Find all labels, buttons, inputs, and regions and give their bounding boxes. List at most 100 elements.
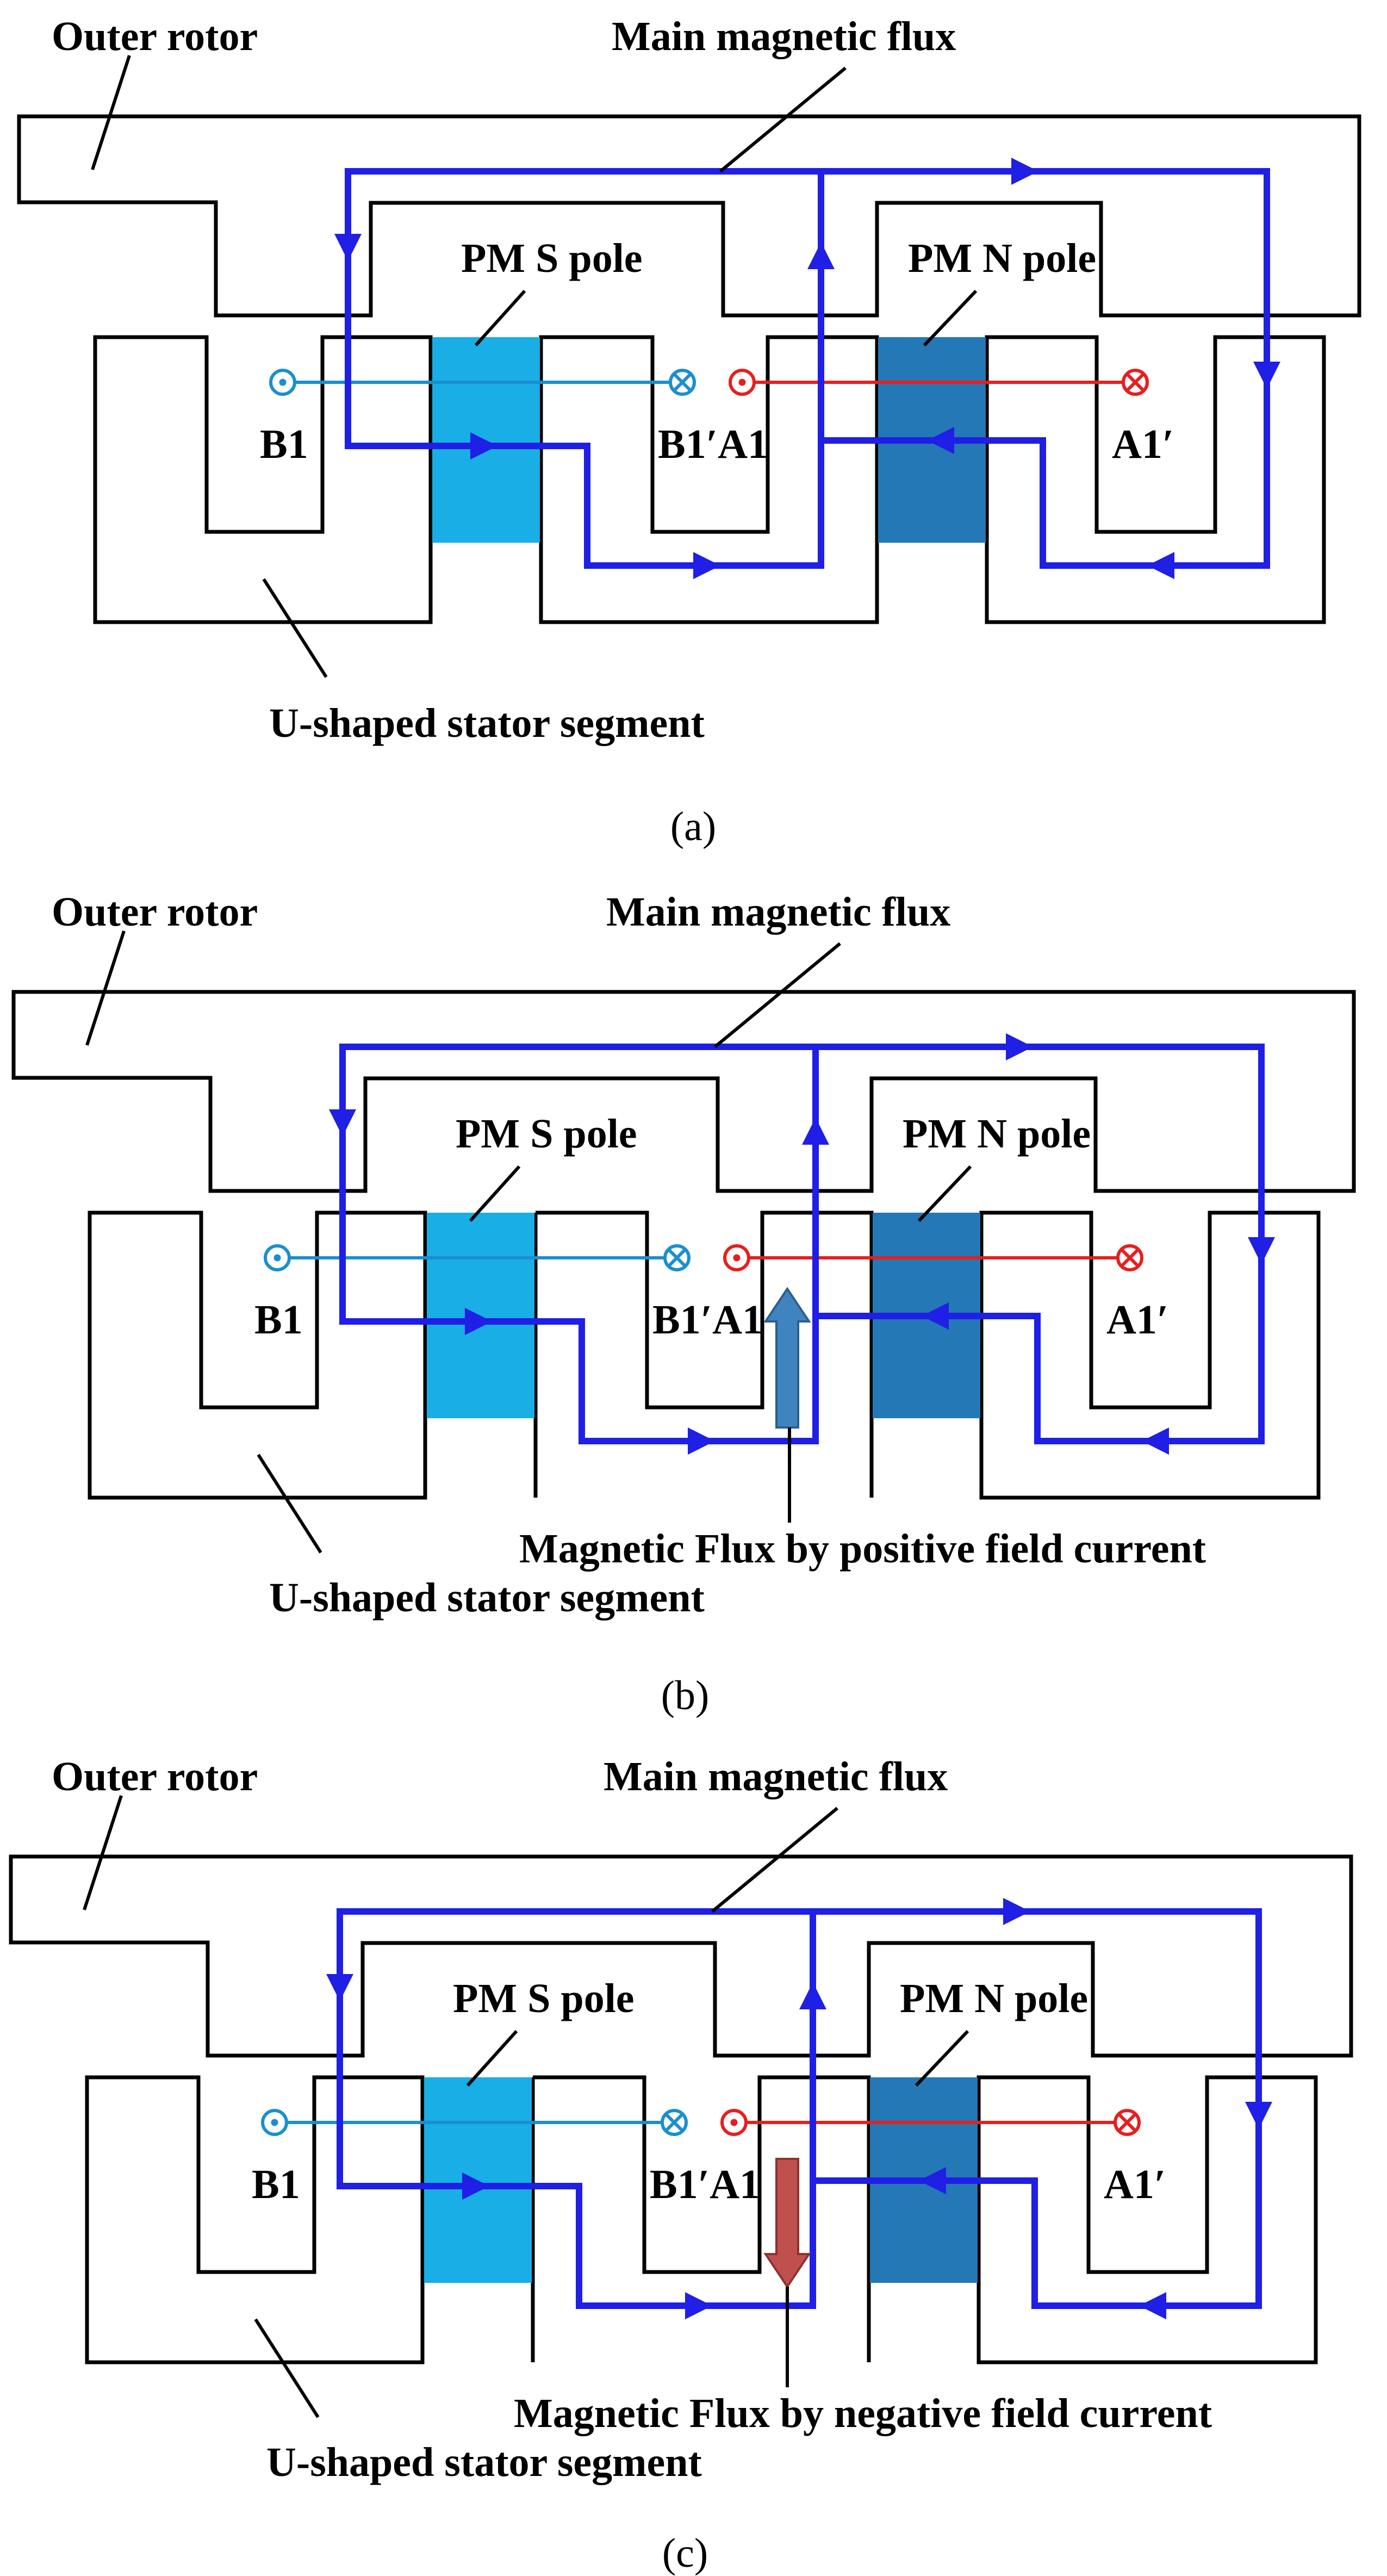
flux-arrowhead-left-icon (1147, 552, 1174, 579)
stator-segment-left (85, 2075, 425, 2364)
pm-s-leader (474, 289, 526, 347)
pm-n-pole-label: PM N pole (908, 235, 1096, 281)
outer-rotor-outline (17, 114, 1361, 318)
current-in-icon (1122, 369, 1149, 396)
flux-arrowhead-right-icon (470, 432, 497, 460)
main-flux-label: Main magnetic flux (604, 1754, 948, 1799)
pm-s-pole-label: PM S pole (456, 1111, 637, 1157)
flux-arrowhead-right-icon (465, 1308, 492, 1335)
coil-b1-label: B1 (252, 2162, 300, 2207)
flux-arrowhead-left-icon (927, 427, 954, 454)
flux-arrowhead-left-icon (1139, 2292, 1166, 2319)
flux-arrowhead-right-icon (685, 2292, 712, 2319)
outer-rotor-outline (9, 1854, 1353, 2058)
stator-segment-leader (254, 2318, 320, 2418)
stator-segment-leader (257, 1454, 322, 1554)
flux-arrowhead-up-icon (802, 1118, 829, 1145)
stator-segment-middle (539, 335, 879, 624)
flux-arrowhead-up-icon (807, 242, 835, 269)
stator-segment-left (88, 1211, 427, 1500)
outer-rotor-label: Outer rotor (52, 14, 258, 59)
stator-segment-right (985, 335, 1326, 624)
current-out-icon (261, 2109, 288, 2136)
outer-rotor-leader (91, 55, 131, 170)
flux-arrowhead-right-icon (1003, 1898, 1030, 1925)
main-flux-path-left-loop (337, 1908, 816, 2309)
main-flux-leader (711, 1807, 838, 1913)
pm-s-leader (466, 2029, 518, 2087)
main-flux-path-left-loop (339, 1044, 819, 1444)
panel-b: Outer rotor Main magnetic flux PM S pole… (11, 889, 1356, 1718)
pm-s-leader (469, 1165, 521, 1222)
coil-b1-label: B1 (260, 421, 308, 467)
positive-field-flux-arrow-icon (763, 1287, 811, 1429)
negative-field-flux-arrow-icon (763, 2158, 811, 2289)
current-out-icon (729, 369, 756, 396)
main-flux-path-left-loop (345, 168, 824, 569)
coil-b1-prime-a1-label: B1′A1 (652, 1297, 763, 1343)
stator-segment-left (93, 335, 433, 624)
pm-s-pole-label: PM S pole (461, 235, 643, 281)
coil-a1-prime-label: A1′ (1112, 421, 1174, 467)
panel-caption: (b) (661, 1673, 710, 1718)
outer-rotor-outline (11, 990, 1356, 1193)
flux-arrowhead-left-icon (1142, 1427, 1169, 1455)
current-in-icon (663, 1244, 691, 1271)
current-out-icon (264, 1244, 291, 1271)
panel-caption: (c) (662, 2530, 708, 2576)
current-out-icon (723, 1244, 750, 1271)
stator-segment-right (979, 1211, 1321, 1500)
stator-segment-label: U-shaped stator segment (269, 700, 705, 746)
outer-rotor-label: Outer rotor (52, 1754, 258, 1799)
pm-s-pole-label: PM S pole (453, 1976, 635, 2021)
coil-b1-prime-a1-label: B1′A1 (658, 421, 768, 467)
panel-caption: (a) (670, 804, 716, 849)
current-out-icon (720, 2109, 748, 2136)
flux-arrowhead-down-icon (1248, 1237, 1275, 1264)
pm-n-pole-label: PM N pole (903, 1111, 1091, 1157)
stator-segment-middle (531, 2075, 871, 2362)
current-in-icon (1116, 1244, 1143, 1271)
flux-arrowhead-down-icon (334, 234, 362, 261)
coil-a1-prime-label: A1′ (1106, 1297, 1168, 1343)
stator-segment-label: U-shaped stator segment (269, 1575, 705, 1621)
current-in-icon (669, 369, 696, 396)
flux-arrowhead-left-icon (919, 2167, 946, 2194)
main-flux-label: Main magnetic flux (612, 14, 956, 59)
coil-b1-prime-a1-label: B1′A1 (650, 2162, 760, 2207)
flux-arrowhead-down-icon (329, 1109, 356, 1137)
field-flux-label: Magnetic Flux by negative field current (514, 2391, 1212, 2436)
flux-arrowhead-right-icon (1011, 158, 1038, 185)
stator-segment-leader (262, 578, 328, 678)
current-in-icon (1114, 2109, 1141, 2136)
flux-arrowhead-right-icon (693, 552, 720, 579)
pm-n-leader (915, 2029, 969, 2087)
outer-rotor-leader (83, 1795, 123, 1910)
pm-n-pole-label: PM N pole (900, 1976, 1088, 2021)
stator-segment-label: U-shaped stator segment (266, 2440, 702, 2485)
flux-arrowhead-right-icon (1006, 1033, 1033, 1060)
stator-segment-middle (533, 1211, 874, 1498)
pm-s-pole-magnet (427, 1213, 534, 1418)
main-flux-leader (719, 66, 847, 173)
coil-b1-label: B1 (254, 1297, 303, 1343)
main-flux-leader (714, 942, 841, 1048)
flux-arrowhead-down-icon (1245, 2102, 1272, 2129)
main-flux-label: Main magnetic flux (606, 889, 950, 935)
pm-s-pole-magnet (424, 2077, 532, 2283)
flux-arrowhead-down-icon (1253, 362, 1280, 389)
pm-s-pole-magnet (432, 337, 540, 543)
flux-arrowhead-right-icon (688, 1427, 715, 1455)
coil-a1-prime-label: A1′ (1104, 2162, 1166, 2207)
panel-c: Outer rotor Main magnetic flux PM S pole… (9, 1754, 1353, 2576)
flux-arrowhead-left-icon (922, 1302, 949, 1330)
flux-arrowhead-up-icon (799, 1982, 826, 2009)
flux-arrowhead-down-icon (326, 1974, 353, 2001)
field-flux-label: Magnetic Flux by positive field current (519, 1526, 1206, 1572)
outer-rotor-label: Outer rotor (52, 889, 258, 935)
stator-segment-right (977, 2075, 1318, 2364)
flux-arrowhead-right-icon (462, 2172, 489, 2200)
pm-n-leader (923, 289, 978, 347)
outer-rotor-leader (85, 930, 126, 1046)
current-out-icon (269, 369, 296, 396)
